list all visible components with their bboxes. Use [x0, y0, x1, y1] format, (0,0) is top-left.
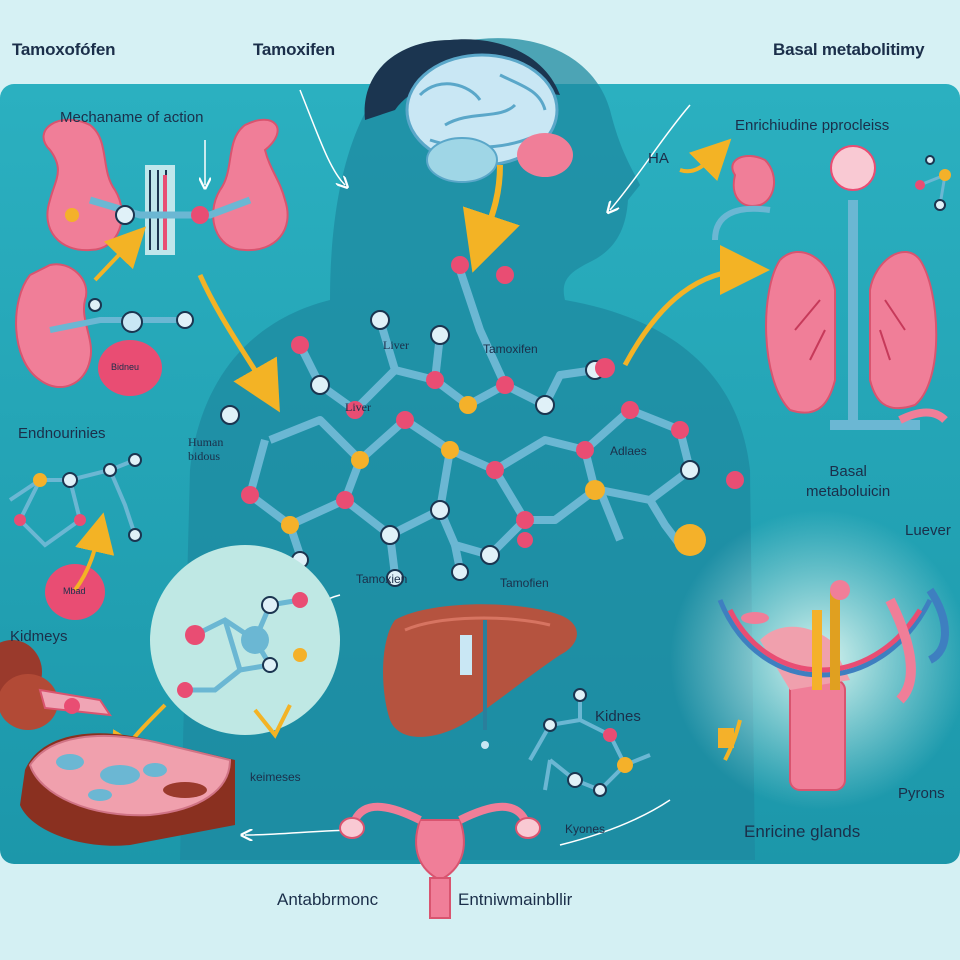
- pyrons-label: Pyrons: [898, 785, 945, 802]
- kidney-pair-top-left: [42, 118, 289, 255]
- molecule-atoms: [220, 256, 744, 587]
- tamoxifen-top-label: Tamoxifen: [483, 342, 538, 356]
- liver-mid-label: Liver: [345, 400, 371, 414]
- uterus-icon: [339, 802, 541, 919]
- kidney-tag-label: Bidneu: [111, 362, 140, 372]
- endocrine-glands-icon: [717, 580, 949, 791]
- drug-tag-label: Mbad: [63, 586, 86, 596]
- header-left-label: Tamoxofófen: [12, 40, 116, 59]
- tamoxien-bottom-label-1: Tamoxien: [356, 572, 408, 586]
- liver-icon: [383, 604, 577, 749]
- enrichment-label: Enrichiudine pprocleiss: [735, 117, 890, 134]
- footer-left-label: Antabbrmonc: [277, 890, 379, 909]
- footer-band: [0, 870, 960, 960]
- ha-label: HA: [648, 150, 669, 167]
- mechanism-label: Mechaname of action: [60, 109, 204, 126]
- basal-right-label: Basal metaboluicin: [806, 463, 891, 500]
- kidnes-label: Kidnes: [595, 708, 641, 725]
- header-center-label: Tamoxifen: [253, 40, 335, 59]
- header-right-label: Basal metabolitimy: [773, 40, 925, 59]
- kidney-small-ha: [712, 155, 775, 241]
- mini-molecule-top-right: [915, 155, 951, 211]
- kidney-left: [15, 226, 194, 396]
- keimeses-label: keimeses: [250, 770, 301, 784]
- arrow-ha: [679, 138, 732, 182]
- human-bidous-label: Human bidous: [188, 435, 224, 463]
- kidneys-bottom-left: [0, 640, 113, 730]
- arrow-molecule-to-lungs: [622, 245, 770, 367]
- tissue-slab: [20, 733, 235, 846]
- kyones-label: Kyones: [565, 822, 606, 836]
- hormone-sphere: [45, 564, 105, 620]
- enricine-glands-label: Enricine glands: [744, 822, 861, 841]
- footer-right-label: Entniwmainbllir: [458, 890, 573, 909]
- tamoxien-bottom-label-2: Tamofien: [500, 576, 549, 590]
- lungs-icon: [765, 145, 948, 430]
- adlaes-label: Adlaes: [610, 444, 647, 458]
- arrow-kidney-to-molecule: [197, 273, 280, 413]
- endocrine-left-label: Endnourinies: [18, 425, 106, 442]
- luever-label: Luever: [905, 522, 951, 539]
- kidneys-left-label: Kidmeys: [10, 628, 68, 645]
- brain-icon: [405, 53, 573, 273]
- liver-top-label: Liver: [383, 338, 409, 352]
